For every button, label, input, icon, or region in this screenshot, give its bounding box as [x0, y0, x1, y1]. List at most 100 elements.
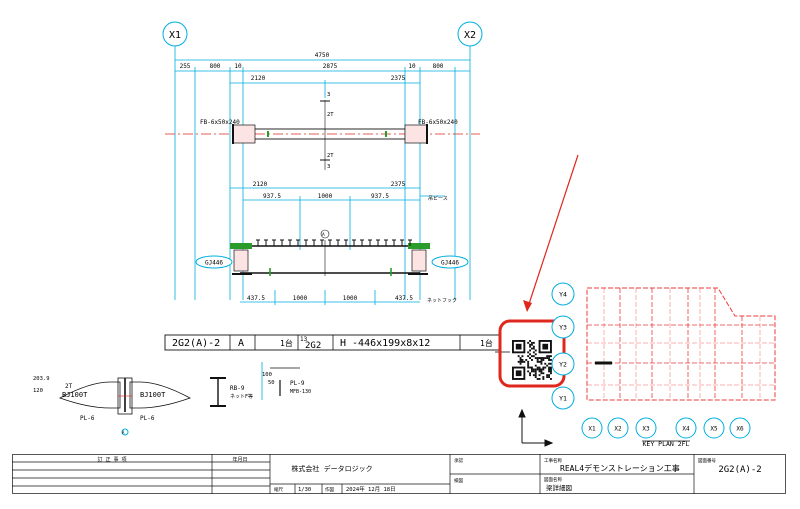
key-plan-col-label: X4: [682, 426, 690, 433]
label-gj-right: GJ446: [441, 260, 459, 267]
member-qty-left: 1台: [280, 338, 293, 348]
detail-dim-100: 100: [262, 372, 272, 378]
splice-section-detail: [59, 377, 191, 436]
h-section-detail: [210, 362, 300, 407]
dim-span: 2375: [391, 75, 406, 82]
dim-beam-seg: 937.5: [263, 193, 281, 200]
dim-small: 3: [327, 92, 330, 98]
detail-bj-left: BJ100T: [62, 391, 88, 399]
dim-bottom-seg: 1000: [343, 295, 358, 302]
key-plan-row-y1: Y1: [551, 386, 575, 410]
project-name: REAL4デモンストレーション工事: [560, 463, 680, 473]
key-plan-row-y3: Y3: [551, 315, 575, 339]
title-block: 訂 正 事 項 年月日 株式会社 データロジック 縮尺 1/30 作図 2024…: [12, 454, 786, 494]
gj-bubble-left: [195, 255, 233, 269]
grid-label-x1: X1: [169, 30, 181, 41]
company-name: 株式会社 データロジック: [291, 464, 372, 473]
detail-2t: 2T: [65, 383, 73, 390]
dim-seg: 10: [234, 63, 242, 70]
date-header: 年月日: [232, 456, 247, 463]
scale-value: 1/30: [298, 487, 311, 493]
detail-mark-a: A: [122, 430, 125, 435]
label-fb-left: FB-6x50x240: [200, 119, 240, 126]
key-plan-row-label: Y4: [559, 291, 567, 299]
project-label: 工事名称: [544, 457, 562, 464]
label-gj-left: GJ446: [205, 260, 223, 267]
member-grade: A: [238, 338, 244, 349]
key-plan-title: KEY PLAN 2FL: [643, 440, 690, 448]
detail-pl9-note: MFB-130: [290, 389, 311, 395]
dim-span-mid: 2120: [253, 181, 268, 188]
dim-seg: 800: [210, 63, 221, 70]
key-plan-row-label: Y1: [559, 395, 567, 403]
member-qty-right: 1台: [480, 338, 493, 348]
beam-elevation-view: [230, 229, 430, 276]
member-section: H -446x199x8x12: [340, 338, 430, 349]
note-lifting-piece: 吊ピース: [428, 196, 448, 202]
dim-beam-seg: 937.5: [371, 193, 389, 200]
drawn-label: 作図: [325, 486, 334, 493]
beam-plan-view: [165, 100, 480, 170]
dim-overall: 4750: [315, 52, 330, 59]
key-plan-col-x4: X4: [675, 417, 697, 439]
key-plan-col-x6: X6: [729, 417, 751, 439]
grid-line-x2: X2: [457, 21, 483, 300]
detail-dim-50: 50: [268, 380, 275, 386]
dim-bottom-seg: 437.5: [247, 295, 265, 302]
review-label: 検図: [454, 477, 463, 484]
key-plan-col-label: X3: [642, 426, 650, 433]
key-plan-col-label: X1: [588, 426, 596, 433]
grid-label-x2: X2: [464, 30, 476, 41]
dim-bottom-seg: 1000: [293, 295, 308, 302]
annotation-arrow: [523, 154, 579, 312]
detail-rb: RB-9: [230, 385, 245, 392]
dim-seg: 800: [433, 63, 444, 70]
scale-label: 縮尺: [274, 486, 283, 493]
qr-code: [512, 340, 552, 380]
key-plan-col-x3: X3: [635, 417, 657, 439]
drawing-name: 梁詳細図: [546, 483, 572, 492]
dim-seg: 10: [408, 63, 416, 70]
mark-a: A: [322, 232, 325, 238]
member-mark: 2G2(A)-2: [172, 338, 220, 349]
key-plan-row-label: Y3: [559, 324, 567, 332]
detail-pl-left: PL-6: [80, 415, 95, 422]
key-plan-col-x2: X2: [607, 417, 629, 439]
drawn-date: 2024年 12月 18日: [346, 485, 396, 493]
detail-dim-203: 203.9: [33, 376, 50, 382]
dim-beam-seg: 1000: [318, 193, 333, 200]
approval-label: 承認: [454, 457, 463, 464]
detail-pl-right: PL-6: [140, 415, 155, 422]
key-plan-col-x5: X5: [703, 417, 725, 439]
key-plan-row-y4: Y4: [551, 282, 575, 306]
key-plan-col-label: X2: [614, 426, 622, 433]
key-plan: [586, 287, 776, 442]
detail-pl9: PL-9: [290, 380, 305, 387]
revision-header: 訂 正 事 項: [97, 456, 126, 463]
drawing-name-label: 図面名称: [544, 476, 562, 483]
grid-line-x1: X1: [162, 21, 188, 300]
drawing-number: 2G2(A)-2: [718, 465, 761, 475]
dim-seg: 2875: [323, 63, 338, 70]
note-net-hook: ネットフック: [427, 298, 457, 304]
dimension-lines-mid: [230, 187, 445, 250]
dim-small: 2T: [327, 153, 334, 159]
axis-indicator: [518, 408, 554, 447]
gj-bubble-right: [431, 255, 469, 269]
dim-small: 3: [327, 164, 330, 170]
detail-bj-right: BJ100T: [140, 391, 166, 399]
detail-rb-note: ネットF等: [230, 393, 253, 400]
dim-span: 2120: [251, 75, 266, 82]
label-fb-right: FB-6x50x240: [418, 119, 458, 126]
dim-span-mid: 2375: [391, 181, 406, 188]
key-plan-row-label: Y2: [559, 361, 567, 369]
dimension-lines-bottom: [240, 290, 420, 305]
member-number: 13: [300, 336, 308, 343]
key-plan-col-label: X6: [736, 426, 744, 433]
drawing-number-label: 図面番号: [698, 457, 716, 464]
key-plan-col-x1: X1: [581, 417, 603, 439]
dim-bottom-seg: 437.5: [395, 295, 413, 302]
detail-dim-120: 120: [33, 388, 43, 394]
